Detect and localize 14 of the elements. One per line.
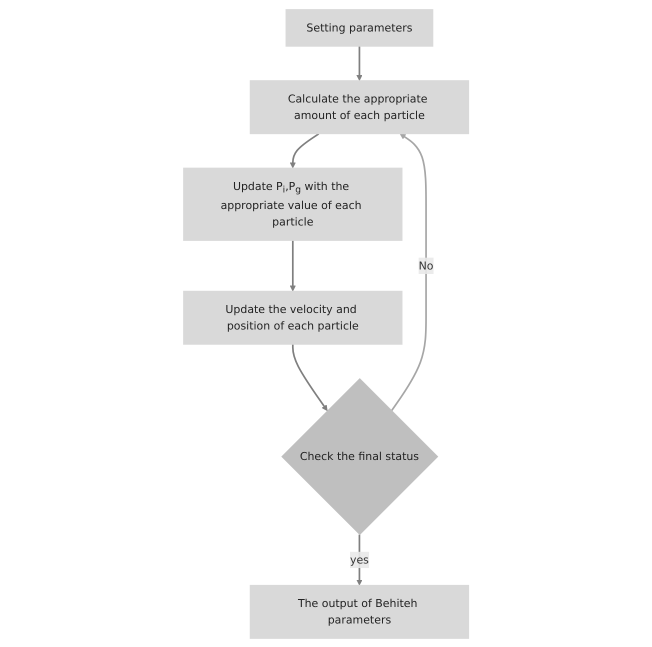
- edge-label: yes: [350, 552, 369, 566]
- node-box: Update P$_{i}$,P$_{g}$ with the appropriate value of each particle: [183, 167, 402, 240]
- arrow: [290, 240, 296, 291]
- node-box: Setting parameters: [285, 8, 434, 46]
- node-box: The output of Behiteh parameters: [250, 584, 469, 638]
- node-box: Calculate the appropriate amount of each particle: [250, 80, 469, 134]
- arrow: [356, 46, 362, 80]
- edge-label: No: [418, 258, 434, 272]
- node-diamond: Check the final status: [281, 378, 438, 535]
- arrow: [292, 344, 328, 410]
- arrow: [390, 133, 427, 411]
- arrow: [290, 132, 320, 168]
- node-box: Update the velocity and position of each particle: [183, 290, 402, 344]
- arrow: [356, 534, 362, 585]
